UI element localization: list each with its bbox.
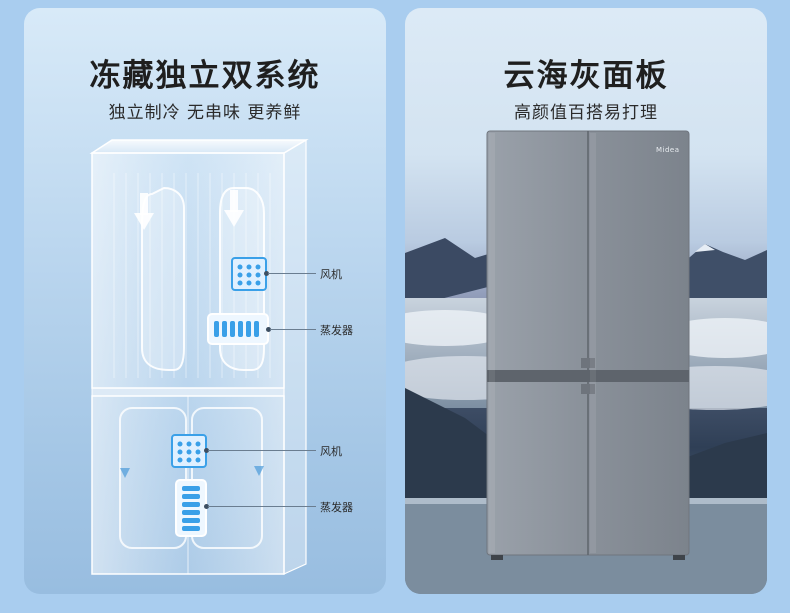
mountain-right <box>675 244 767 308</box>
fridge-scenery-illustration <box>405 130 767 594</box>
hill-right <box>667 433 767 508</box>
lower-right-drawer <box>191 407 263 549</box>
callout-fan-upper: 风机 <box>320 268 342 281</box>
callout-fan-lower: 风机 <box>320 445 342 458</box>
airflow-arrows <box>134 190 244 230</box>
fridge-brand-logo: Midea <box>656 146 680 154</box>
fridge-cutaway-illustration <box>89 138 309 575</box>
left-feature-panel: 冻藏独立双系统 独立制冷 无串味 更养鲜 <box>24 8 386 594</box>
cabinet-right-side <box>283 138 307 575</box>
cabinet-top-face <box>89 139 309 154</box>
callout-evaporator-upper: 蒸发器 <box>320 324 353 337</box>
right-panel-subtitle: 高颜值百搭易打理 <box>514 103 658 123</box>
right-panel-title: 云海灰面板 <box>503 58 669 94</box>
fridge-middle-gap <box>487 370 689 382</box>
right-feature-panel: 云海灰面板 高颜值百搭易打理 <box>405 8 767 594</box>
left-panel-title: 冻藏独立双系统 <box>89 58 321 94</box>
callout-evaporator-lower: 蒸发器 <box>320 501 353 514</box>
hill-left <box>405 388 505 508</box>
left-panel-subtitle: 独立制冷 无串味 更养鲜 <box>108 103 302 123</box>
compartment-divider <box>91 387 285 397</box>
lower-left-drawer <box>119 407 187 549</box>
